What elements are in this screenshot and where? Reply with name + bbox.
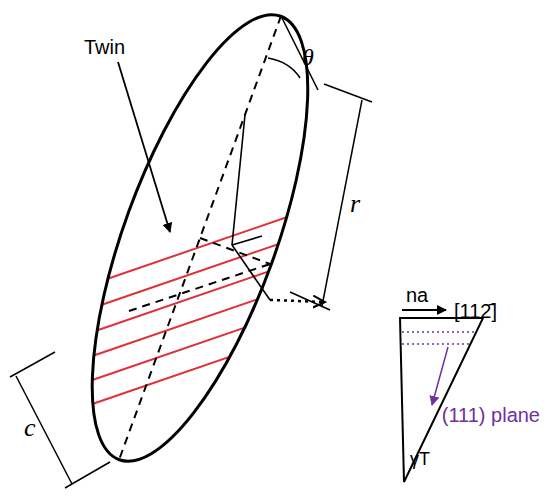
twin-line <box>40 192 360 302</box>
wedge-line <box>232 115 245 245</box>
major-axis <box>119 16 281 460</box>
dimension-label: c <box>24 414 36 443</box>
vector-label: na <box>406 284 428 306</box>
twin-line <box>40 264 360 374</box>
twin-plane-trace <box>129 264 270 311</box>
plane-leader <box>432 347 448 405</box>
minor-axis <box>200 238 270 264</box>
plane-trace <box>402 343 470 345</box>
twin-line <box>40 216 360 326</box>
wedge-line <box>232 236 262 245</box>
twin-label: Twin <box>84 36 125 58</box>
grain-ellipse <box>48 0 352 486</box>
shear-triangle <box>400 318 483 482</box>
twin-lines <box>40 192 360 422</box>
dimension-line-c <box>16 376 72 484</box>
angle-arc <box>268 58 300 78</box>
dimension-tick <box>324 84 372 102</box>
twin-line <box>40 240 360 350</box>
plane-trace <box>402 331 475 333</box>
wedge-line <box>232 245 270 300</box>
plane-label: (111) plane <box>442 404 540 426</box>
twin-line <box>40 288 360 398</box>
dimension-label: r <box>350 190 360 219</box>
detail-arrow <box>270 300 325 302</box>
dimension-line-r <box>322 100 362 306</box>
direction-label: [112̄] <box>454 300 497 322</box>
na-arrow <box>402 309 446 311</box>
angle-label: γT <box>410 450 430 470</box>
angle-line <box>281 16 318 90</box>
twin-leader <box>118 62 170 232</box>
angle-label: θ <box>302 44 314 70</box>
dimension-tick <box>10 352 55 377</box>
